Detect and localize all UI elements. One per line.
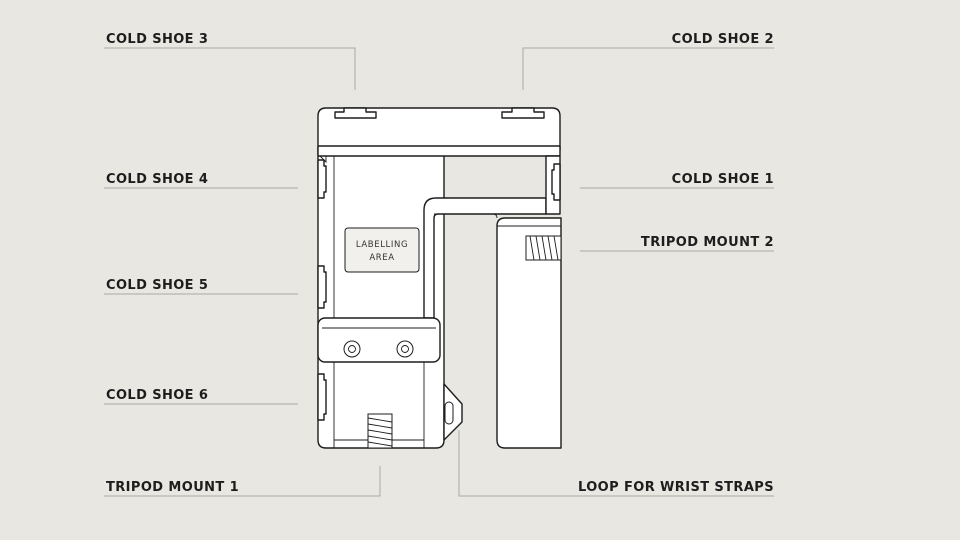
tripod-mount-1-thread — [367, 413, 393, 449]
cold-shoe-3-slot — [334, 107, 377, 119]
label-cold-shoe-2: COLD SHOE 2 — [671, 32, 774, 47]
cold-shoe-2-slot — [501, 107, 545, 119]
top-plate — [317, 107, 561, 164]
loop-slot — [444, 401, 454, 425]
clamp-bar-body — [317, 317, 441, 363]
leader-lines — [104, 47, 774, 497]
labelling-area-line2: AREA — [369, 253, 394, 263]
leader-cold-shoe-2 — [522, 47, 774, 90]
handle-body — [496, 217, 562, 449]
label-tripod-mount-1: TRIPOD MOUNT 1 — [106, 480, 240, 495]
cage-left-plate — [317, 149, 445, 449]
labelling-area-line1: LABELLING — [356, 240, 408, 250]
label-loop-for-wrist-straps: LOOP FOR WRIST STRAPS — [578, 480, 774, 495]
screw-1 — [343, 340, 361, 358]
screw-1-head — [348, 345, 356, 353]
cold-shoe-4-slot — [317, 159, 327, 199]
screw-2 — [396, 340, 414, 358]
leader-loop-for-wrist-straps — [458, 430, 774, 497]
cold-shoe-6-slot — [317, 373, 327, 421]
side-handle — [496, 217, 562, 449]
labelling-area-box — [344, 227, 420, 273]
cold-shoe-5-slot — [317, 265, 327, 309]
wrist-strap-loop — [443, 383, 463, 441]
labelling-area: LABELLING AREA — [344, 227, 420, 273]
screw-2-head — [401, 345, 409, 353]
right-side-rail — [545, 155, 561, 215]
label-cold-shoe-1: COLD SHOE 1 — [671, 172, 774, 187]
label-cold-shoe-3: COLD SHOE 3 — [106, 32, 209, 47]
cold-shoe-1-slot — [551, 163, 561, 201]
label-cold-shoe-4: COLD SHOE 4 — [106, 172, 209, 187]
arm-inner-corner — [492, 213, 498, 219]
tripod-mount-1-thread-lines — [367, 417, 393, 447]
left-cold-shoe-slots — [317, 159, 327, 421]
label-tripod-mount-2: TRIPOD MOUNT 2 — [640, 235, 774, 250]
top-plate-rail — [317, 145, 561, 157]
clamp-bar — [317, 317, 441, 363]
leader-tripod-mount-1 — [104, 466, 381, 497]
label-cold-shoe-5: COLD SHOE 5 — [106, 278, 209, 293]
rail-left-detail — [319, 155, 327, 164]
label-cold-shoe-6: COLD SHOE 6 — [106, 388, 209, 403]
tripod-mount-2-thread-lines — [529, 235, 559, 261]
top-plate-body — [317, 107, 561, 151]
tripod-mount-2-thread — [525, 235, 562, 261]
leader-cold-shoe-3 — [104, 47, 356, 90]
